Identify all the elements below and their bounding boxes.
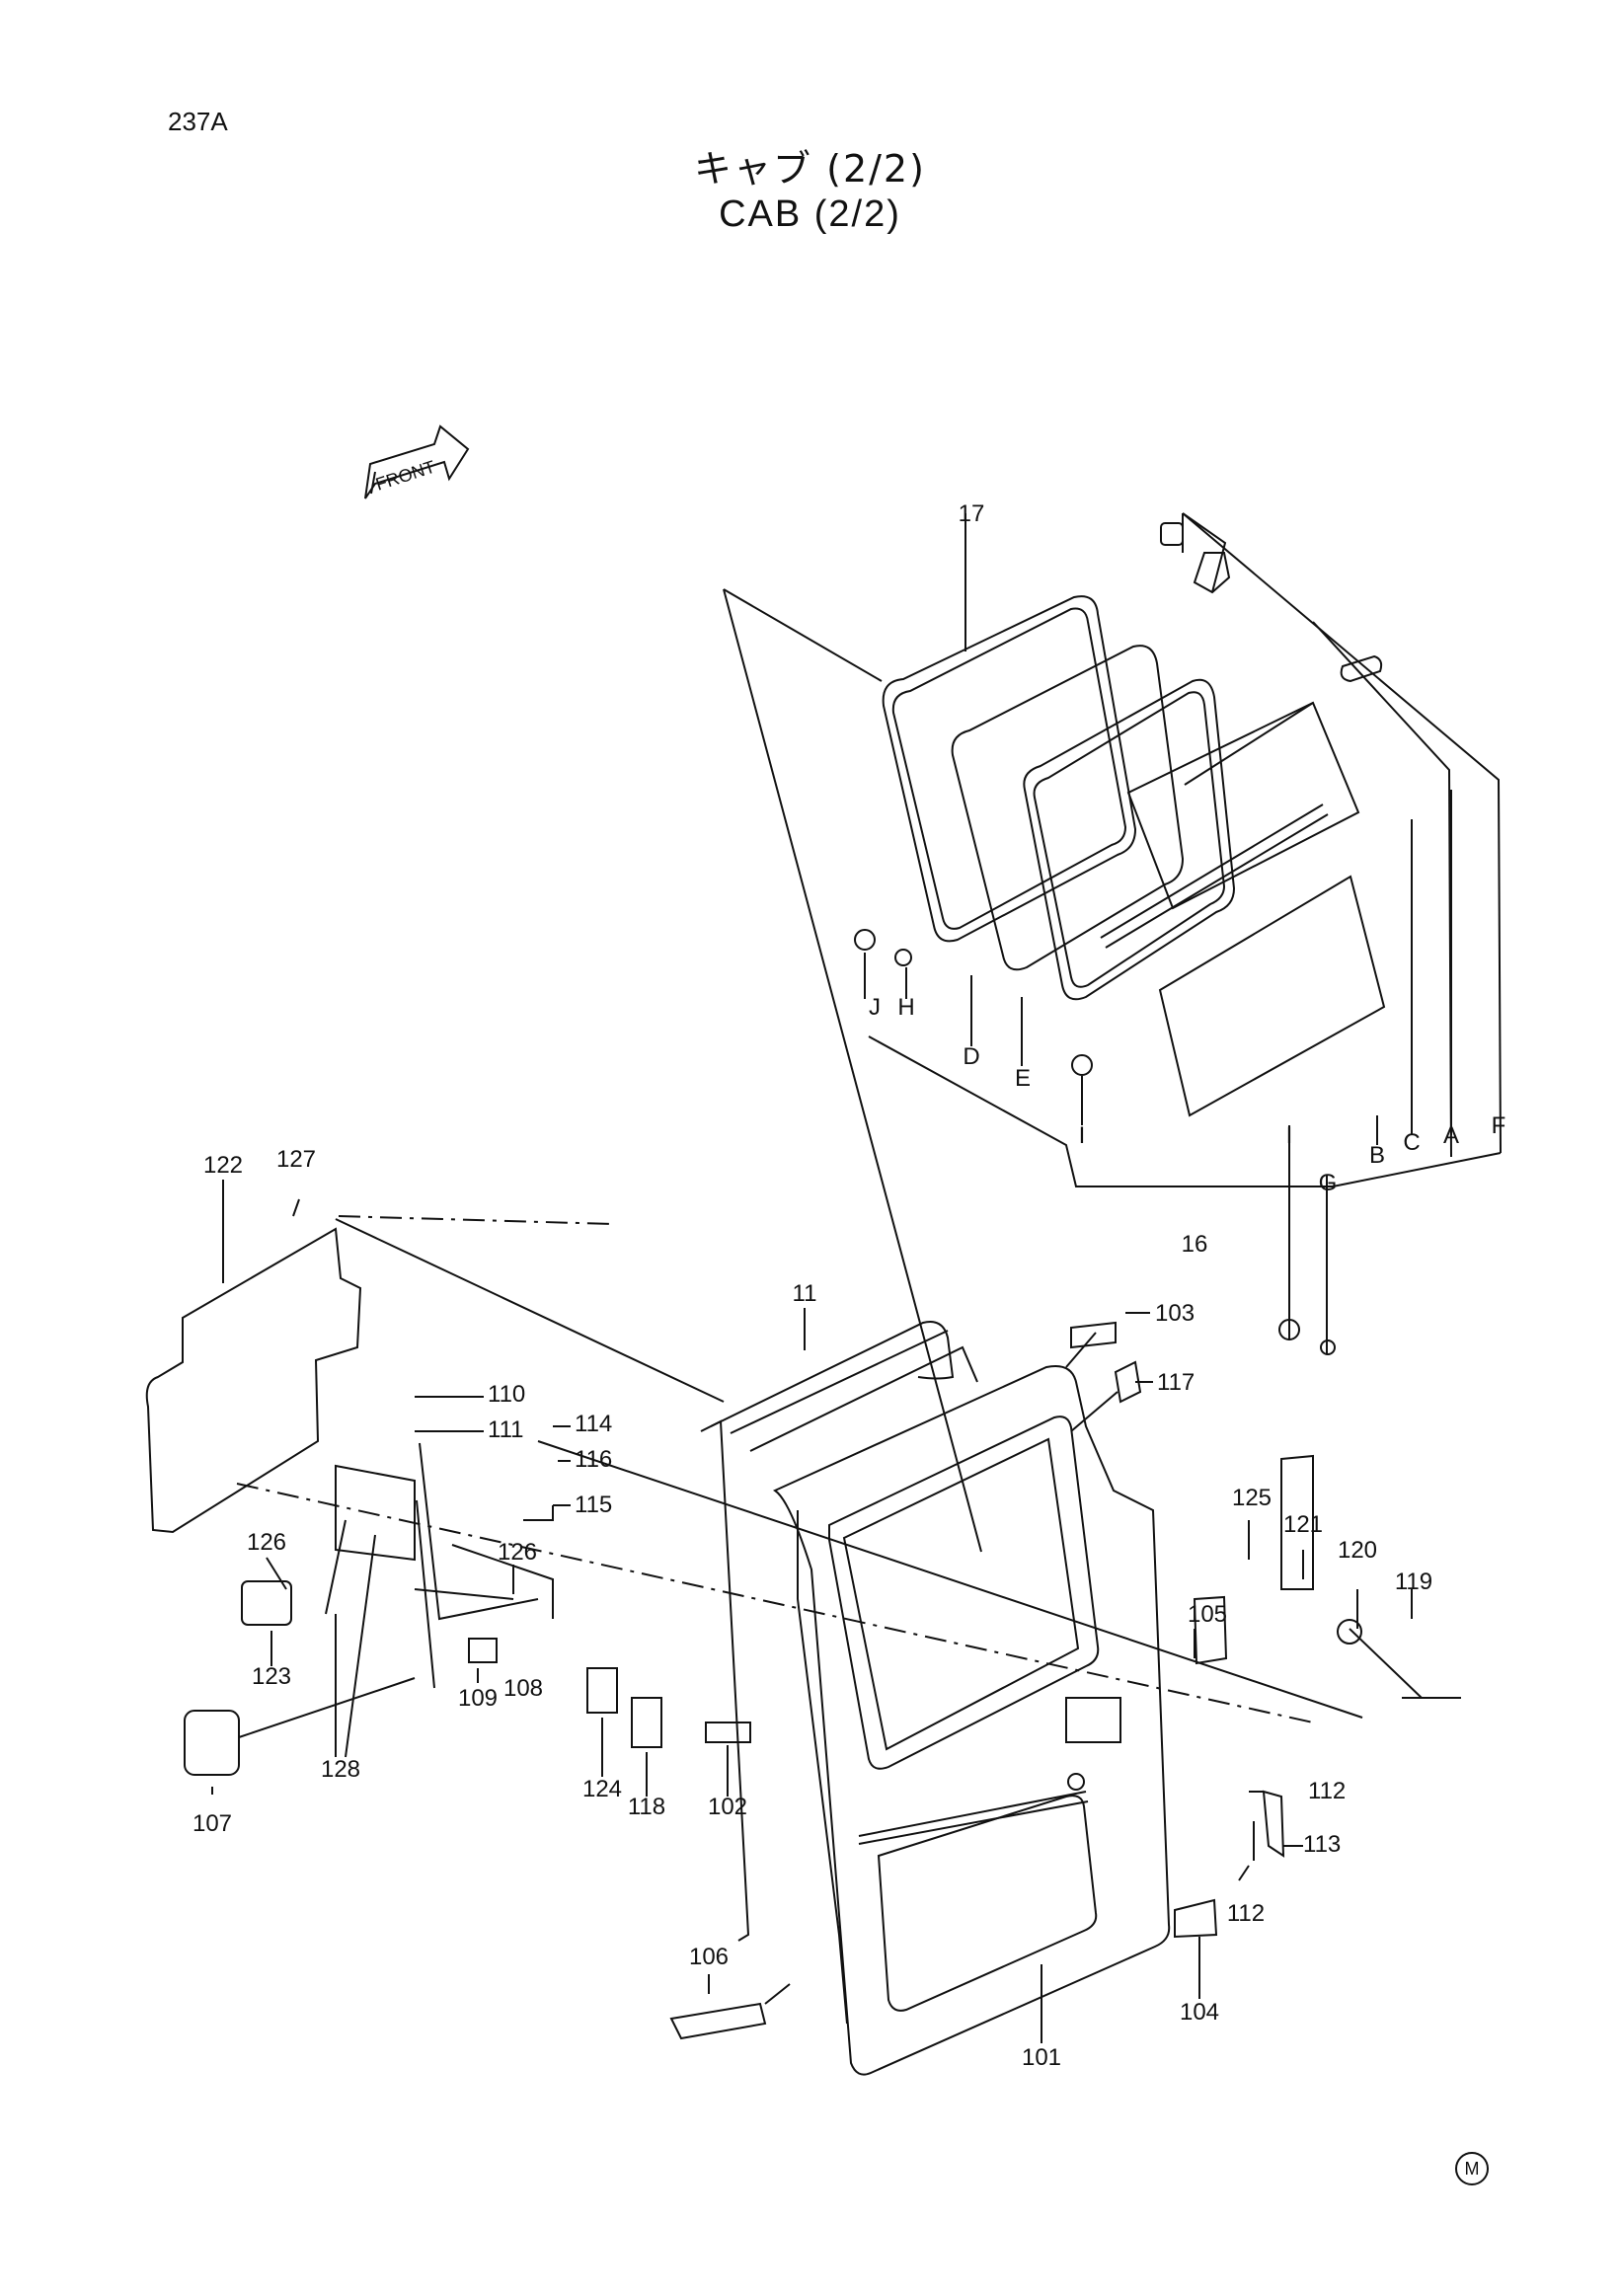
callout-123: 123 (252, 1663, 291, 1690)
callout-11: 11 (793, 1280, 817, 1307)
callout-126b: 126 (498, 1539, 537, 1566)
callout-105: 105 (1188, 1601, 1227, 1628)
callout-104: 104 (1180, 1999, 1219, 2026)
callout-106: 106 (689, 1944, 729, 1970)
callout-128: 128 (321, 1756, 360, 1783)
callout-d: D (963, 1043, 979, 1070)
callout-120: 120 (1338, 1537, 1377, 1564)
callout-125: 125 (1232, 1485, 1272, 1511)
door-assembly (145, 1180, 1461, 2076)
upper-window-assembly (723, 512, 1502, 1553)
callout-c: C (1403, 1129, 1420, 1156)
callout-118: 118 (628, 1794, 665, 1820)
callout-a: A (1443, 1122, 1459, 1149)
front-arrow-icon (364, 424, 470, 499)
callout-109: 109 (458, 1685, 498, 1712)
callout-103: 103 (1155, 1300, 1195, 1327)
callout-107: 107 (193, 1810, 232, 1837)
callout-112b: 112 (1227, 1900, 1265, 1927)
callout-j: J (869, 994, 881, 1021)
callout-115: 115 (575, 1492, 612, 1518)
callout-126a: 126 (247, 1529, 286, 1556)
callout-g: G (1319, 1170, 1338, 1196)
callout-116: 116 (575, 1446, 612, 1473)
callout-102: 102 (708, 1794, 747, 1820)
callout-f: F (1492, 1112, 1506, 1139)
callout-i2: I (1286, 1122, 1293, 1149)
title-japanese: キャブ (2/2) (694, 147, 926, 191)
callout-124: 124 (582, 1776, 622, 1802)
manufacturer-mark: M (1455, 2152, 1489, 2185)
callout-111: 111 (488, 1416, 523, 1443)
page-id: 237A (168, 107, 228, 136)
callout-114: 114 (575, 1411, 612, 1437)
callout-108: 108 (503, 1675, 543, 1702)
callout-17: 17 (959, 500, 985, 527)
callout-110: 110 (488, 1381, 525, 1408)
title-english: CAB (2/2) (719, 193, 901, 235)
callout-117: 117 (1157, 1369, 1195, 1396)
callout-112a: 112 (1308, 1778, 1346, 1804)
callout-101: 101 (1022, 2044, 1061, 2071)
callout-127: 127 (276, 1146, 316, 1173)
callout-122: 122 (203, 1152, 243, 1179)
callout-16: 16 (1182, 1231, 1208, 1258)
callout-b: B (1369, 1142, 1385, 1169)
callout-119: 119 (1395, 1569, 1432, 1595)
callout-113: 113 (1303, 1831, 1341, 1858)
callout-h: H (897, 994, 914, 1021)
callout-i1: I (1079, 1122, 1086, 1149)
callout-121: 121 (1283, 1511, 1323, 1538)
callout-e: E (1015, 1065, 1031, 1092)
